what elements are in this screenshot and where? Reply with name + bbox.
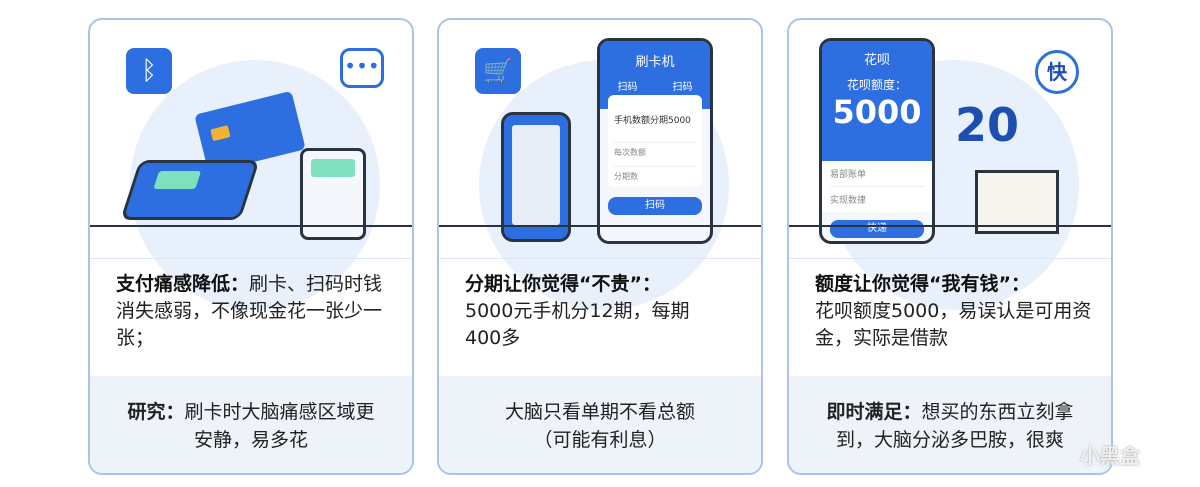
card-body: 额度让你觉得“我有钱”： 花呗额度5000，易误认是可用资金，实际是借款: [789, 258, 1111, 376]
phone-title: 刷卡机: [635, 55, 675, 70]
illustration-card-payment: ᛒ •••: [90, 20, 412, 310]
scan-button[interactable]: 扫码: [608, 197, 702, 215]
limit-label: 花呗额度：: [846, 78, 907, 92]
shopping-cart-icon: 🛒: [475, 48, 521, 94]
amount-label: 手机数额分期5000: [614, 116, 691, 126]
form-row[interactable]: 每次数额: [614, 142, 696, 158]
card-text: 5000元手机分12期，每期400多: [465, 300, 690, 349]
card-installment: 🛒 刷卡机扫码扫码 手机数额分期5000 每次数额 分期数 扫码 分期让你觉得“…: [437, 18, 763, 475]
calculator-icon: [300, 148, 366, 240]
footer-text: 刷卡时大脑痛感区域更安静，易多花: [184, 401, 375, 451]
hand-phone-icon: [501, 112, 571, 242]
express-button[interactable]: 快递: [830, 220, 924, 238]
limit-value: 5000: [832, 93, 922, 131]
card-footer: 大脑只看单期不看总额（可能有利息）: [439, 376, 761, 473]
card-body: 支付痛感降低：刷卡、扫码时钱消失感弱，不像现金花一张少一张；: [90, 258, 412, 376]
bluetooth-icon: ᛒ: [126, 48, 172, 94]
card-payment-pain: ᛒ ••• 支付痛感降低：刷卡、扫码时钱消失感弱，不像现金花一张少一张； 研究：…: [88, 18, 414, 475]
watermark: 小黑盒: [1080, 444, 1140, 468]
illustration-installment: 🛒 刷卡机扫码扫码 手机数额分期5000 每次数额 分期数 扫码: [439, 20, 761, 310]
package-box-icon: [975, 170, 1059, 234]
menu-row[interactable]: 易部账单: [830, 161, 924, 187]
pos-phone-screen: 刷卡机扫码扫码 手机数额分期5000 每次数额 分期数 扫码: [597, 38, 713, 244]
card-body: 分期让你觉得“不贵”： 5000元手机分12期，每期400多: [439, 258, 761, 376]
footer-text: 想买的东西立刻拿到，大脑分泌多巴胺，很爽: [835, 401, 1074, 451]
footer-label: 研究：: [127, 401, 185, 423]
tab[interactable]: 扫码: [672, 82, 693, 93]
card-text: 花呗额度5000，易误认是可用资金，实际是借款: [815, 300, 1092, 349]
card-title: 分期让你觉得“不贵”：: [465, 273, 661, 295]
card-footer: 即时满足：想买的东西立刻拿到，大脑分泌多巴胺，很爽: [789, 376, 1111, 473]
big-number: 20: [955, 98, 1020, 152]
form-row[interactable]: 分期数: [614, 166, 696, 182]
phone-title: 花呗: [863, 53, 890, 68]
fast-badge: 快: [1035, 50, 1079, 94]
huabei-phone-screen: 花呗 花呗额度： 5000 易部账单 实现数律 快递: [819, 38, 935, 244]
tab[interactable]: 扫码: [617, 82, 638, 93]
card-title: 额度让你觉得“我有钱”：: [815, 273, 1030, 295]
card-text: 刷卡、扫码时钱消失感弱，不像现金花一张少一张；: [116, 273, 383, 349]
chat-bubble-icon: •••: [340, 48, 384, 88]
pos-terminal-icon: [120, 160, 260, 220]
menu-row[interactable]: 实现数律: [830, 196, 867, 206]
footer-label: 即时满足：: [826, 401, 922, 423]
illustration-credit: 花呗 花呗额度： 5000 易部账单 实现数律 快递 快 20: [789, 20, 1111, 310]
footer-text: 大脑只看单期不看总额（可能有利息）: [504, 401, 695, 451]
card-footer: 研究：刷卡时大脑痛感区域更安静，易多花: [90, 376, 412, 473]
card-title: 支付痛感降低：: [116, 273, 250, 295]
card-credit-limit: 花呗 花呗额度： 5000 易部账单 实现数律 快递 快 20 额度让你觉得“我…: [787, 18, 1113, 475]
